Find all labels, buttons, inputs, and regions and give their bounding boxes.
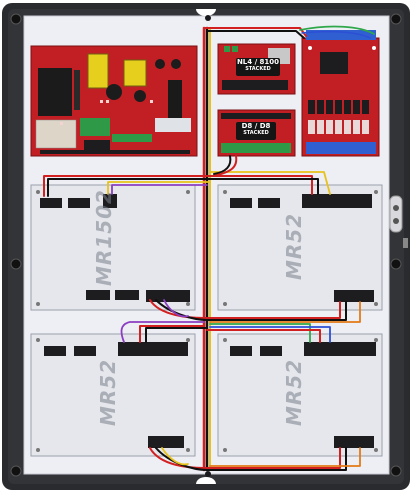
edge-hooks — [205, 15, 211, 477]
wire-black — [155, 447, 347, 471]
wire-red — [213, 155, 238, 177]
wire-yellow — [161, 447, 189, 466]
inductor-yellow — [123, 59, 147, 87]
wire-black — [206, 30, 305, 39]
d8-label-sub: STACKED — [243, 130, 269, 136]
mr1502-board — [30, 184, 196, 311]
wire-orange — [209, 301, 361, 323]
wire-green — [299, 25, 375, 35]
wire-red — [139, 325, 205, 343]
wire-blue — [301, 30, 371, 39]
lock-slot — [389, 195, 408, 248]
power-supply-board — [30, 45, 198, 157]
mr52-board-bottom-left — [30, 333, 196, 457]
wire-black — [213, 155, 232, 175]
mr52-bottom-right-label: MR52 — [282, 358, 306, 426]
wire-purple — [111, 184, 208, 195]
wire-red — [43, 175, 205, 197]
wire-yellow — [209, 171, 331, 195]
mr52-board-top-right — [217, 184, 383, 311]
wire-purple — [120, 321, 205, 343]
nl4-label-title: NL4 / 8100 — [236, 58, 280, 66]
wire-purple — [163, 299, 189, 318]
d8-label-title: D8 / D8 — [241, 122, 271, 130]
wire-red — [206, 329, 321, 343]
heatsink — [168, 80, 182, 118]
mr52-top-right-label: MR52 — [282, 212, 306, 280]
bottom-notch — [196, 477, 216, 484]
mr52-board-bottom-right — [217, 333, 383, 457]
top-notch — [196, 9, 216, 16]
mounting-hole — [10, 13, 22, 25]
wire-black — [155, 299, 347, 321]
mounting-hole — [10, 465, 22, 477]
wire-black — [145, 327, 208, 343]
wire-blue — [209, 326, 331, 343]
wire-black — [47, 178, 208, 197]
d8-label: D8 / D8 STACKED — [236, 122, 276, 140]
mr52-bottom-left-label: MR52 — [96, 358, 120, 426]
wire-yellow — [107, 181, 211, 195]
relay-board — [301, 30, 380, 157]
mounting-hole — [390, 258, 402, 270]
wire-red — [149, 447, 341, 469]
wiring-harness — [43, 25, 375, 472]
mounting-hole — [10, 258, 22, 270]
inductor-yellow — [87, 53, 109, 89]
wire-orange — [209, 447, 361, 467]
mr1502-board-label: MR1502 — [92, 189, 116, 286]
nl4-label: NL4 / 8100 STACKED — [236, 58, 280, 76]
mounting-hole — [390, 465, 402, 477]
wire-green — [209, 323, 311, 343]
transformer — [38, 68, 72, 116]
wire-red — [203, 175, 313, 195]
mounting-holes — [10, 13, 402, 477]
nl4-label-sub: STACKED — [245, 66, 271, 72]
mounting-hole — [390, 13, 402, 25]
wire-black — [206, 178, 319, 195]
